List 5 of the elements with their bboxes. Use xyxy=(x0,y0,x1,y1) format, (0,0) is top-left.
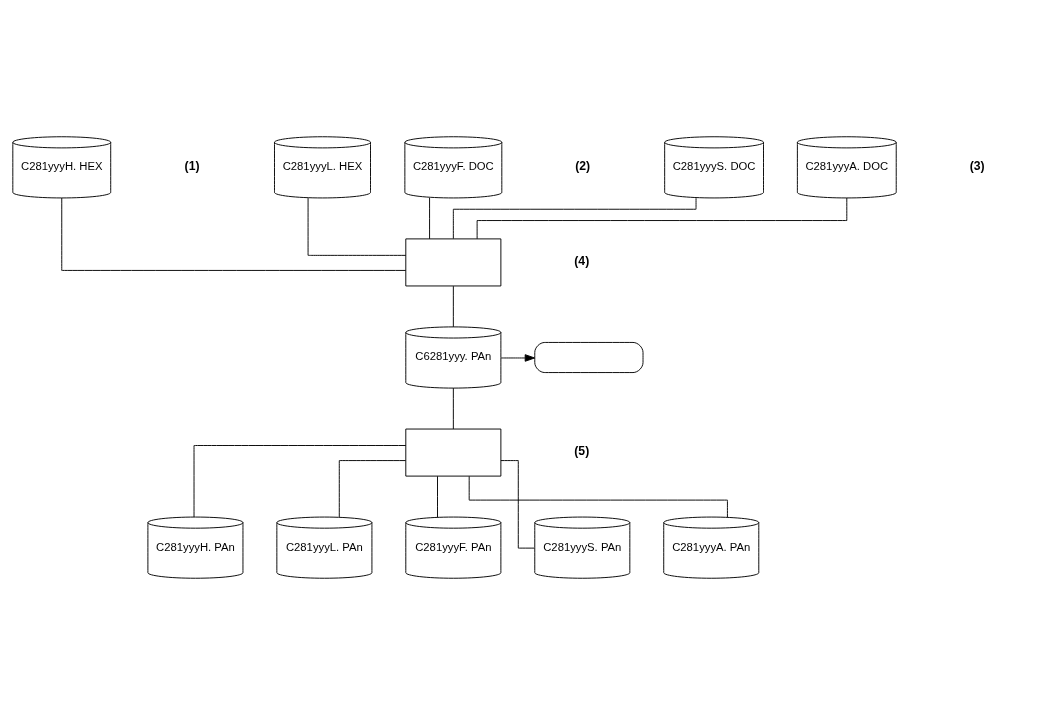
label: (3) xyxy=(969,158,985,173)
label: (4) xyxy=(574,253,590,268)
label: (2) xyxy=(575,158,591,173)
label: (5) xyxy=(574,443,590,458)
label: (1) xyxy=(184,158,200,173)
